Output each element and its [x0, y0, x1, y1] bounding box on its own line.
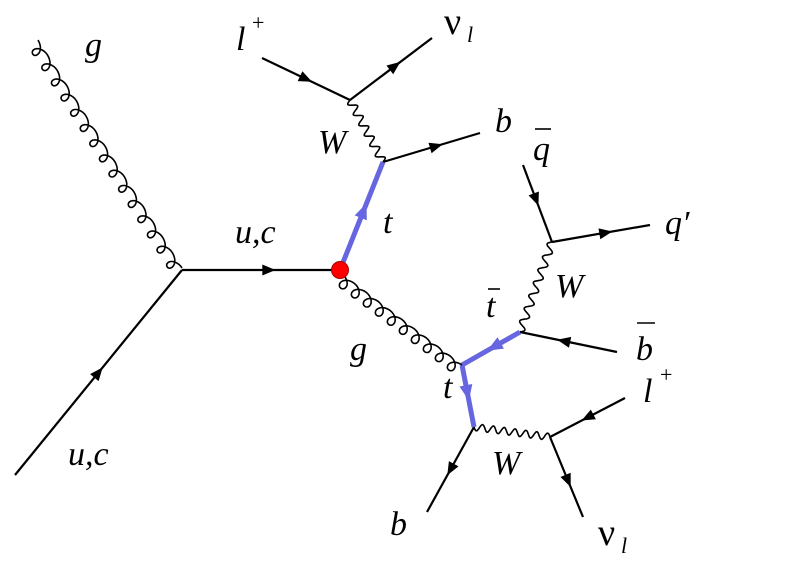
top-lower-label: t: [443, 369, 454, 406]
arrow-qbar: [528, 191, 539, 206]
arrow-top-upper: [354, 203, 367, 221]
quark-in-label: u,c: [68, 436, 109, 473]
gluon-in-label: g: [85, 27, 102, 64]
b-top-label: b: [495, 103, 512, 140]
b-bottom-label: b: [390, 506, 407, 543]
qbar-label: q: [533, 131, 550, 168]
arrow-internal-quark: [262, 264, 276, 276]
w-bottom-label: W: [492, 445, 523, 482]
arrow-lepton-top: [297, 71, 312, 82]
top-upper-label: t: [383, 204, 394, 241]
w-boson-top-line: [347, 99, 386, 163]
outgoing-gluon-line: [338, 273, 463, 372]
neutrino-top-flavor: l: [467, 22, 473, 47]
bbar-label: b: [636, 331, 653, 368]
lepton-bottom-charge: +: [660, 362, 672, 387]
arrow-bbar: [557, 336, 572, 348]
w-top-label: W: [318, 124, 349, 161]
w-right-label: W: [555, 268, 586, 305]
w-boson-right-line: [518, 241, 554, 333]
neutrino-bottom-flavor: l: [621, 533, 627, 558]
arrow-neutrino-top: [386, 61, 401, 75]
qprime-label: q′: [665, 205, 690, 242]
neutrino-bottom-label: ν: [598, 512, 615, 554]
incoming-gluon-line: [31, 39, 183, 270]
arrow-qprime: [598, 228, 613, 240]
arrow-group: [90, 61, 613, 488]
arrow-tbar: [487, 337, 504, 351]
arrow-lepton-bottom: [581, 409, 596, 421]
arrow-neutrino-bottom: [560, 472, 571, 488]
lepton-bottom-label: l: [643, 373, 652, 410]
neutrino-top-label: ν: [444, 1, 461, 43]
lepton-top-label: l: [236, 21, 245, 58]
arrow-b-top: [428, 142, 443, 154]
arrow-incoming-quark: [90, 367, 103, 382]
quark-internal-label: u,c: [235, 214, 276, 251]
arrow-top-lower: [459, 384, 473, 401]
lepton-top-charge: +: [252, 10, 264, 35]
tbar-label: t: [486, 288, 497, 325]
arrow-b-bottom: [447, 461, 459, 476]
w-boson-bottom-line: [473, 423, 551, 441]
gluon-out-label: g: [350, 331, 367, 368]
fcnc-vertex-dot: [331, 261, 349, 279]
